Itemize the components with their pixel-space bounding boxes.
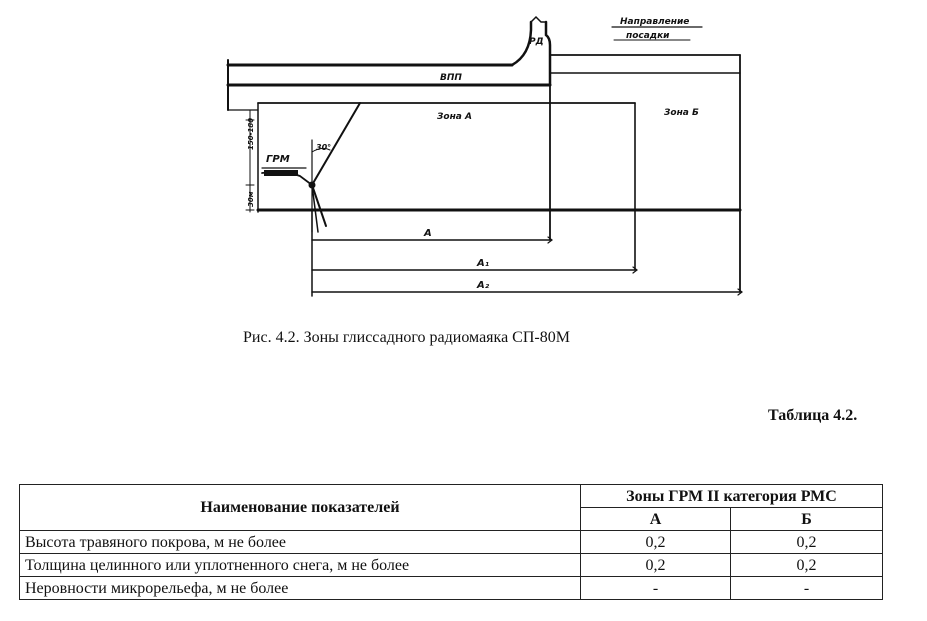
bottom-dimensions: [311, 209, 743, 297]
dimension-a1-label: А₁: [476, 258, 489, 269]
taxiway: [510, 15, 552, 87]
direction-label-line2: посадки: [626, 31, 670, 41]
figure-caption: Рис. 4.2. Зоны глиссадного радиомаяка СП…: [243, 329, 570, 346]
grm-symbol: [261, 167, 313, 186]
header-name-column: Наименование показателей: [19, 484, 581, 531]
grm-label: ГРМ: [266, 154, 290, 165]
table-row: Высота травяного покрова, м не более 0,2…: [19, 530, 883, 554]
table-row: Толщина целинного или уплотненного снега…: [19, 553, 883, 577]
row-name: Неровности микрорельефа, м не более: [19, 576, 581, 600]
header-zone-b: Б: [730, 507, 883, 531]
rd-label: РД: [529, 37, 544, 47]
table-row: Неровности микрорельефа, м не более - -: [19, 576, 883, 600]
header-zones-group: Зоны ГРМ II категория РМС: [580, 484, 883, 508]
zone-a-label: Зона А: [437, 112, 472, 122]
subheader-row: А Б: [20, 507, 883, 531]
landing-direction: [611, 26, 703, 41]
runway-label: ВПП: [440, 73, 462, 83]
angle-label: 30°: [316, 143, 331, 152]
zone-outlines: [256, 54, 742, 293]
dimension-a2-label: А₂: [476, 280, 490, 291]
runway: [226, 59, 552, 111]
row-value-b: 0,2: [730, 553, 883, 577]
left-dimensions: 150-180 30м: [245, 109, 255, 213]
row-name: Высота травяного покрова, м не более: [19, 530, 581, 554]
svg-text:150-180: 150-180: [247, 118, 255, 150]
indicators-table: Наименование показателей Зоны ГРМ II кат…: [19, 484, 883, 600]
direction-label-line1: Направление: [620, 17, 689, 27]
row-value-b: 0,2: [730, 530, 883, 554]
svg-text:30м: 30м: [247, 191, 255, 207]
dimension-a-label: А: [423, 228, 432, 239]
zone-b-label: Зона Б: [664, 108, 699, 118]
header-zone-a: А: [580, 507, 731, 531]
table-title: Таблица 4.2.: [768, 407, 858, 424]
glide-slope-zones-diagram: 150-180 30м РД Направление посадки ВПП З…: [226, 15, 743, 297]
row-name: Толщина целинного или уплотненного снега…: [19, 553, 581, 577]
row-value-a: 0,2: [580, 553, 731, 577]
antenna-sector: [308, 102, 361, 233]
row-value-a: -: [580, 576, 731, 600]
header-row: Наименование показателей Зоны ГРМ II кат…: [19, 484, 883, 531]
row-value-a: 0,2: [580, 530, 731, 554]
row-value-b: -: [730, 576, 883, 600]
